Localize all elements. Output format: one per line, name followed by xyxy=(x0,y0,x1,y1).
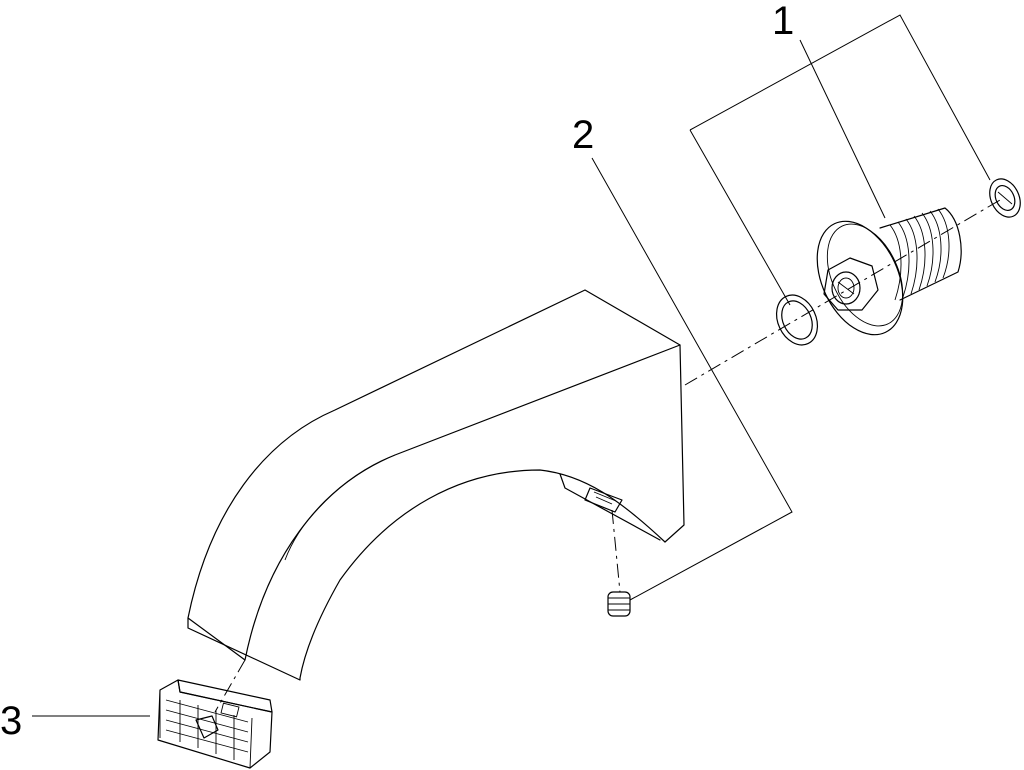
set-screw xyxy=(607,591,631,617)
o-ring-inner xyxy=(781,300,813,340)
cartridge-bore-inner xyxy=(837,277,855,299)
aerator-center-mark xyxy=(195,715,219,739)
callout-number-2: 2 xyxy=(572,113,594,157)
thread-5 xyxy=(921,212,934,287)
aerator-front-edge xyxy=(159,690,253,769)
cartridge-hex-nut xyxy=(823,257,879,311)
set-screw-port xyxy=(584,487,623,513)
spout-end-face xyxy=(664,344,685,543)
leader-2 xyxy=(591,157,793,601)
small-seal xyxy=(989,178,1021,218)
thread-1 xyxy=(889,224,902,301)
leader-1-to-cartridge xyxy=(799,39,886,219)
spout-bevel xyxy=(559,473,661,541)
aerator-grille xyxy=(165,699,249,760)
leader-1-to-oring xyxy=(689,129,791,306)
axis-aerator xyxy=(214,659,246,713)
spout-nose xyxy=(187,617,301,681)
callout-number-3: 3 xyxy=(0,699,22,743)
thread-4 xyxy=(913,215,926,291)
cartridge-threads xyxy=(889,208,950,301)
thread-3 xyxy=(905,218,918,295)
small-seal-mark xyxy=(997,191,1013,205)
grille-row-2 xyxy=(165,709,249,733)
cartridge-flange-rim xyxy=(826,223,904,327)
callout-number-1: 1 xyxy=(772,0,794,43)
small-seal-outer xyxy=(989,178,1021,218)
spout-inner-edge xyxy=(284,454,396,561)
leader-1-bracket xyxy=(689,14,991,181)
axis-wall-connection xyxy=(684,199,1001,386)
spout-body xyxy=(187,289,685,681)
thread-7 xyxy=(937,208,950,279)
spout-underside xyxy=(299,469,666,679)
axis-set-screw xyxy=(611,509,621,593)
grille-row-4 xyxy=(165,729,249,753)
aerator-front xyxy=(157,679,273,769)
aerator xyxy=(157,679,273,769)
assembly-axes xyxy=(214,199,1001,713)
cartridge-flange xyxy=(816,220,904,336)
o-ring xyxy=(775,294,819,346)
thread-6 xyxy=(929,210,942,283)
spout-top-face xyxy=(187,289,681,661)
o-ring-outer xyxy=(775,294,819,346)
cartridge-thread-body xyxy=(879,207,962,301)
thread-2 xyxy=(897,221,910,298)
leader-lines xyxy=(32,14,991,717)
grille-row-1 xyxy=(165,699,249,723)
small-seal-inner xyxy=(994,185,1016,211)
cartridge-bore xyxy=(831,271,861,305)
aerator-tab xyxy=(220,702,240,718)
wall-connection-cartridge xyxy=(816,207,962,336)
grille-row-3 xyxy=(165,719,249,743)
set-screw-port-detail xyxy=(593,491,617,505)
cartridge-bore-slot xyxy=(837,281,855,295)
